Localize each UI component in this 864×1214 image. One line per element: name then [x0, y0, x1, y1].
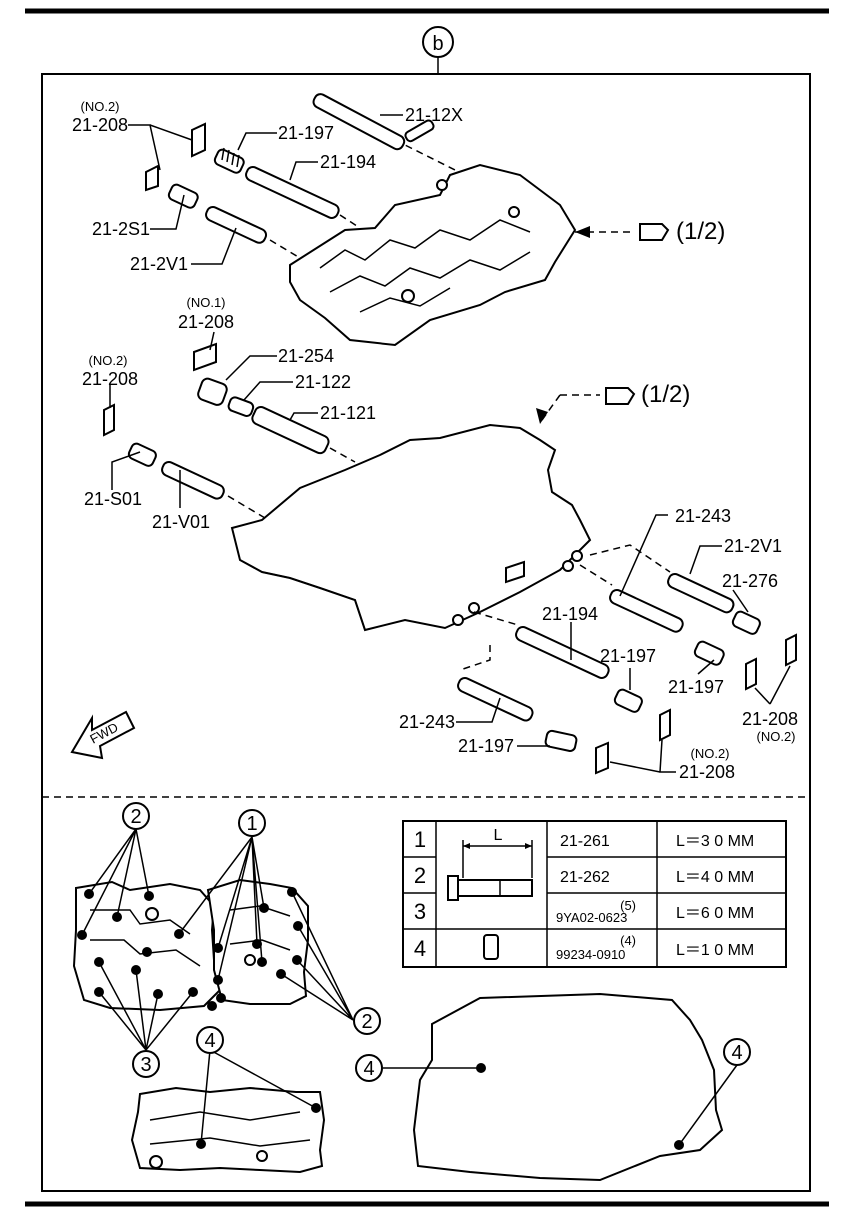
row-3-qty: (5) [620, 898, 636, 913]
hand-icon-2 [605, 387, 636, 405]
part-21-12x [312, 93, 456, 171]
part-21-243-a [579, 564, 684, 633]
label-21-121: 21-121 [320, 403, 376, 423]
bolt-location-body-bottom [130, 1086, 326, 1174]
label-21-254: 21-254 [278, 346, 334, 366]
label-21-208-bottom-no: (NO.2) [691, 746, 730, 761]
callout-4-right-label: 4 [731, 1042, 742, 1064]
callout-3-label: 3 [140, 1054, 151, 1076]
label-21-197-d: 21-197 [458, 736, 514, 756]
view-marker-label: b [432, 33, 443, 55]
clip-bottom [595, 708, 671, 775]
part-21-122 [227, 396, 255, 417]
callout-2-top-label: 2 [130, 806, 141, 828]
row-4-no: 4 [414, 936, 426, 961]
part-21-v01 [161, 460, 266, 519]
callout-4-left: 4 [196, 1026, 224, 1054]
label-21-208-mid-no: (NO.1) [187, 295, 226, 310]
part-21-197-d [544, 729, 578, 752]
part-21-194-a [245, 165, 361, 229]
label-21-s01: 21-S01 [84, 489, 142, 509]
callout-2-right-label: 2 [361, 1011, 372, 1033]
gasket-outline [412, 992, 724, 1182]
callout-1-label: 1 [246, 813, 257, 835]
part-21-s01 [127, 442, 157, 467]
label-21-208-top: 21-208 [72, 115, 128, 135]
view-marker: b [422, 26, 454, 74]
label-21-12x: 21-12X [405, 105, 463, 125]
row-1-length: L＝3 0 MM [676, 833, 754, 850]
part-21-194-b [473, 611, 610, 679]
label-21-243-a: 21-243 [675, 506, 731, 526]
label-21-197-b: 21-197 [600, 646, 656, 666]
label-21-197-c: 21-197 [668, 677, 724, 697]
part-21-2v1-a [205, 205, 301, 259]
reference-label-1: (1/2) [676, 218, 725, 245]
row-3-part: 9YA02-0623 [556, 910, 627, 925]
label-21-208-left: 21-208 [82, 369, 138, 389]
bolt-table: L [402, 820, 787, 968]
callout-leaders [81, 828, 738, 1146]
label-21-194-b: 21-194 [542, 604, 598, 624]
part-21-197-b [613, 688, 643, 713]
label-21-2v1-a: 21-2V1 [130, 254, 188, 274]
label-21-208-top-no: (NO.2) [81, 99, 120, 114]
dowel-icon [483, 934, 499, 960]
part-21-276 [731, 610, 761, 635]
part-21-197-c [693, 640, 725, 666]
row-2-part: 21-262 [560, 869, 610, 886]
part-21-243-b [457, 645, 534, 722]
ref-arrow-2 [536, 408, 548, 424]
label-21-208-mid: 21-208 [178, 312, 234, 332]
row-1-part: 21-261 [560, 833, 610, 850]
part-21-197-a [213, 147, 245, 174]
ref-arrow-1 [575, 226, 590, 238]
callout-4-right: 4 [723, 1038, 751, 1066]
clip-top [145, 122, 206, 192]
label-21-2s1: 21-2S1 [92, 219, 150, 239]
frame [41, 73, 811, 1192]
label-21-243-b: 21-243 [399, 712, 455, 732]
row-4-qty: (4) [620, 933, 636, 948]
callout-1: 1 [238, 809, 266, 837]
upper-valve-body [289, 163, 577, 347]
part-21-254 [197, 377, 228, 406]
row-2-no: 2 [414, 863, 426, 888]
lower-valve-body [230, 423, 592, 632]
row-3-no: 3 [414, 899, 426, 924]
row-2-length: L＝4 0 MM [676, 869, 754, 886]
reference-label-2: (1/2) [641, 381, 690, 408]
callout-4-mid-label: 4 [363, 1058, 374, 1080]
label-21-122: 21-122 [295, 372, 351, 392]
leaders [109, 114, 791, 773]
callout-4-mid: 4 [355, 1054, 383, 1082]
hand-icon [639, 223, 670, 241]
clip-mid [103, 342, 217, 437]
label-21-v01: 21-V01 [152, 512, 210, 532]
label-21-208-right: 21-208 [742, 709, 798, 729]
label-21-208-bottom: 21-208 [679, 762, 735, 782]
fwd-arrow: FWD [70, 710, 136, 760]
dimension-label: L [494, 827, 503, 844]
callout-3: 3 [132, 1050, 160, 1078]
row-4-length: L＝1 0 MM [676, 942, 754, 959]
label-21-208-right-no: (NO.2) [757, 729, 796, 744]
label-21-276: 21-276 [722, 571, 778, 591]
callout-2-right: 2 [353, 1007, 381, 1035]
row-3-length: L＝6 0 MM [676, 905, 754, 922]
label-21-208-left-no: (NO.2) [89, 353, 128, 368]
callout-2-top: 2 [122, 802, 150, 830]
part-21-121 [251, 405, 356, 463]
clip-right [745, 633, 797, 691]
label-21-2v1-b: 21-2V1 [724, 536, 782, 556]
label-21-194-a: 21-194 [320, 152, 376, 172]
bolt-icon: L [447, 827, 533, 901]
part-21-2v1-b [589, 544, 735, 614]
row-1-no: 1 [414, 827, 426, 852]
callout-4-left-label: 4 [204, 1030, 215, 1052]
label-21-197-a: 21-197 [278, 123, 334, 143]
row-4-part: 99234-0910 [556, 947, 625, 962]
